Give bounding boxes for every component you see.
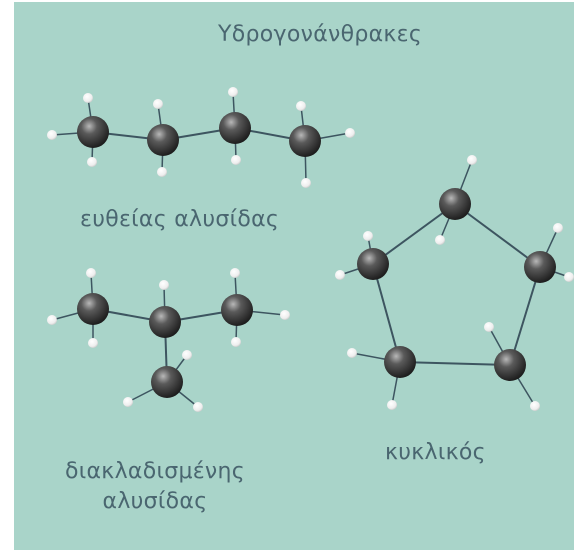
straight-hydrogen-atom — [153, 99, 163, 109]
branched-hydrogen-atom — [47, 315, 57, 325]
cyclic-carbon-atom — [357, 248, 389, 280]
branched-carbon-atom — [151, 366, 183, 398]
cyclic-hydrogen-atom — [347, 348, 357, 358]
straight-hydrogen-atom — [83, 93, 93, 103]
branched-hydrogen-atom — [280, 310, 290, 320]
cyclic-carbon-bond — [372, 263, 401, 363]
cyclic-hydrogen-atom — [564, 272, 574, 282]
background-panel — [14, 2, 574, 550]
branched-hydrogen-atom — [86, 268, 96, 278]
branched-hydrogen-atom — [159, 280, 169, 290]
straight-hydrogen-atom — [87, 157, 97, 167]
branched-carbon-atom — [149, 306, 181, 338]
cyclic-carbon-bond — [509, 266, 541, 366]
straight-hydrogen-atom — [345, 128, 355, 138]
cyclic-carbon-atom — [524, 251, 556, 283]
cyclic-hydrogen-atom — [484, 322, 494, 332]
straight-hydrogen-atom — [301, 178, 311, 188]
cyclic-carbon-bond — [399, 361, 511, 366]
branched-hydrogen-atom — [182, 350, 192, 360]
cyclic-hydrogen-atom — [435, 235, 445, 245]
straight-hydrogen-atom — [157, 167, 167, 177]
cyclic-hydrogen-atom — [467, 155, 477, 165]
straight-chain-label: ευθείας αλυσίδας — [80, 207, 280, 232]
branched-chain-label-line1: διακλαδισμένης — [65, 459, 245, 484]
cyclic-carbon-atom — [439, 188, 471, 220]
branched-carbon-atom — [221, 294, 253, 326]
straight-hydrogen-atom — [47, 130, 57, 140]
straight-carbon-atom — [147, 124, 179, 156]
straight-carbon-atom — [77, 116, 109, 148]
diagram-title: Υδρογονάνθρακες — [218, 22, 423, 47]
cyclic-label: κυκλικός — [385, 440, 486, 465]
atom-layer — [47, 87, 574, 412]
cyclic-hydrogen-atom — [530, 401, 540, 411]
branched-chain-label-line2: αλυσίδας — [102, 489, 208, 514]
cyclic-carbon-atom — [384, 346, 416, 378]
cyclic-carbon-bond — [454, 203, 541, 268]
branched-hydrogen-atom — [230, 268, 240, 278]
branched-carbon-atom — [77, 293, 109, 325]
straight-carbon-atom — [289, 125, 321, 157]
straight-carbon-atom — [219, 112, 251, 144]
cyclic-carbon-atom — [494, 349, 526, 381]
straight-hydrogen-atom — [296, 101, 306, 111]
branched-hydrogen-atom — [231, 337, 241, 347]
straight-hydrogen-atom — [228, 87, 238, 97]
cyclic-hydrogen-atom — [363, 231, 373, 241]
cyclic-hydrogen-atom — [553, 223, 563, 233]
cyclic-hydrogen-atom — [335, 270, 345, 280]
branched-hydrogen-atom — [88, 338, 98, 348]
branched-hydrogen-atom — [123, 397, 133, 407]
branched-chain-label: διακλαδισμένης αλυσίδας — [36, 457, 274, 517]
branched-hydrogen-atom — [193, 402, 203, 412]
cyclic-hydrogen-atom — [387, 400, 397, 410]
straight-hydrogen-atom — [231, 155, 241, 165]
cyclic-carbon-bond — [372, 203, 456, 265]
